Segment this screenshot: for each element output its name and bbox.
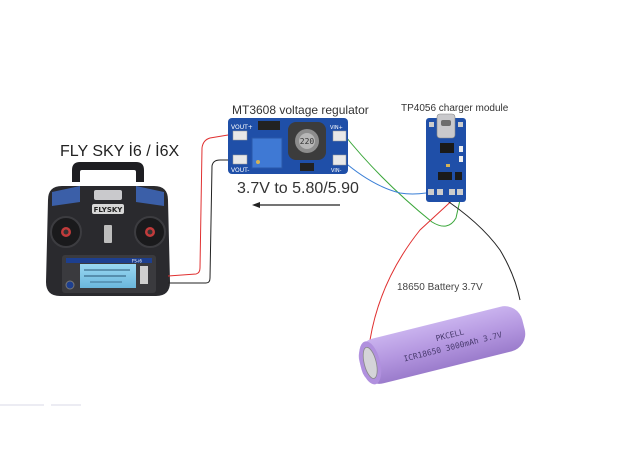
wires [167,131,521,363]
inductor-text: 220 [300,137,315,146]
mt3608-regulator: VOUT+ VOUT- VIN+ VIN- 220 [228,118,348,174]
brand-badge [92,204,124,214]
pad-vin-plus [332,130,347,142]
wire-vout-plus [167,132,241,277]
pin-vout-plus-label: VOUT+ [231,124,253,131]
pad-vout-plus [232,130,248,141]
pin-vin-minus-label: VIN- [331,168,342,174]
battery-label: 18650 Battery 3.7V [397,282,483,293]
pad-vin-minus [332,154,347,166]
transmitter-label: FLY SKY İ6 / İ6X [60,143,180,160]
regulator-label: MT3608 voltage regulator [232,103,369,117]
protection-ic [438,172,452,180]
battery-18650: PKCELL ICR18650 3000mAh 3.7V [358,306,526,385]
pad-out-minus [428,189,434,195]
potentiometer [251,137,283,169]
transmitter: FLYSKY FS-i6 [46,162,170,296]
faint-divider [51,404,81,406]
wire-vout-minus [168,159,240,284]
pad-b-minus [437,189,443,195]
diode [258,121,280,130]
faint-divider [0,404,44,406]
svg-text:FS-i6: FS-i6 [132,259,142,264]
voltage-range-label: 3.7V to 5.80/5.90 [237,180,359,197]
charger-label: TP4056 charger module [401,103,509,114]
tp4056-charger [426,113,466,202]
direction-arrow [252,202,340,208]
pad-out-plus [457,189,463,195]
wire-vin-plus [341,131,461,227]
wire-vin-minus [341,159,427,195]
brand-text: FLYSKY [94,206,124,214]
wire-battery-plus [367,194,459,363]
wire-battery-minus [439,195,521,301]
pad-b-plus [449,189,455,195]
pin-vin-plus-label: VIN+ [330,125,343,131]
charger-ic [440,143,454,153]
pad-vout-minus [232,154,248,165]
battery-terminal [362,346,378,379]
pin-vout-minus-label: VOUT- [231,167,249,174]
